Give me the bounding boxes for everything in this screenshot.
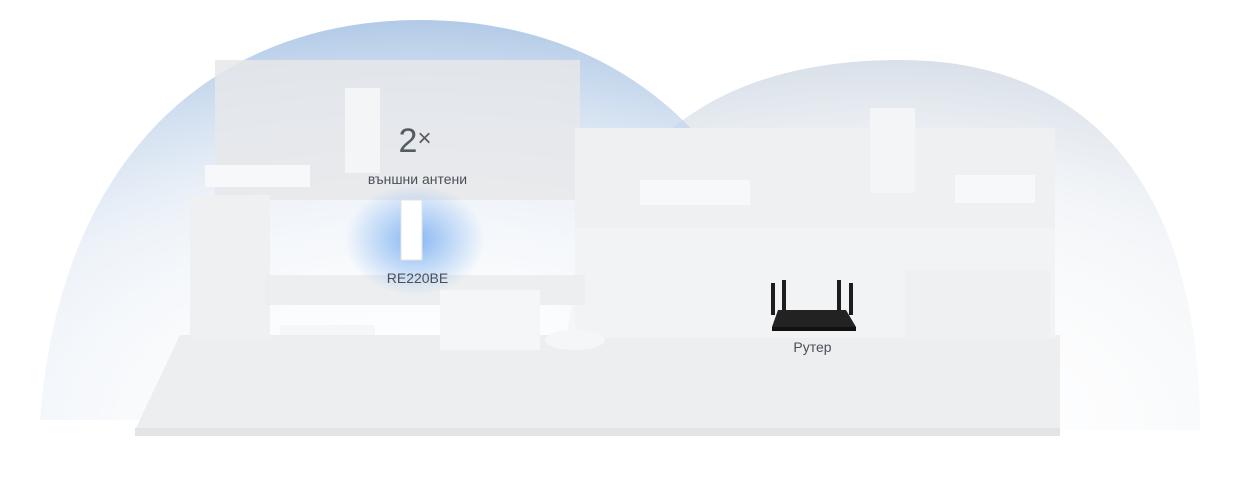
antenna-count-value: 2 xyxy=(398,122,418,160)
times-sign: × xyxy=(417,125,432,152)
floor-base xyxy=(135,335,1060,430)
antenna-count: 2× xyxy=(380,122,450,161)
extender-model-label: RE220BE xyxy=(386,270,449,286)
router-label: Рутер xyxy=(793,339,832,355)
router-device xyxy=(771,280,856,331)
antenna-label: външни антени xyxy=(367,171,468,187)
range-extender-device xyxy=(400,199,423,261)
